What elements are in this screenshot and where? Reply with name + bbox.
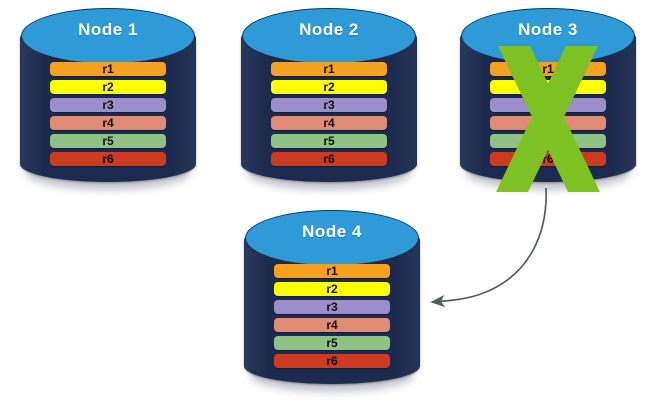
data-row-r1[interactable]: r1 — [274, 264, 390, 278]
node-cylinder-3[interactable]: Node 3 r1 r2 r3 r4 r5 r6 — [460, 6, 636, 192]
node-row-list: r1 r2 r3 r4 r5 r6 — [274, 264, 390, 368]
node-title: Node 2 — [299, 20, 359, 39]
node-cylinder-4[interactable]: Node 4 r1 r2 r3 r4 r5 r6 — [244, 208, 420, 392]
node-row-list: r1 r2 r3 r4 r5 r6 — [490, 62, 606, 166]
data-row-r5[interactable]: r5 — [271, 134, 387, 148]
data-row-r5[interactable]: r5 — [274, 336, 390, 350]
data-row-r6[interactable]: r6 — [490, 152, 606, 166]
data-row-r2[interactable]: r2 — [274, 282, 390, 296]
cylinder-top-ellipse — [245, 210, 419, 266]
node-title: Node 4 — [302, 222, 362, 241]
node-cylinder-1[interactable]: Node 1 r1 r2 r3 r4 r5 r6 — [20, 6, 196, 190]
rebuild-arrow-path — [430, 187, 547, 308]
data-row-r6[interactable]: r6 — [271, 152, 387, 166]
data-row-r3[interactable]: r3 — [50, 98, 166, 112]
node-row-list: r1 r2 r3 r4 r5 r6 — [271, 62, 387, 166]
data-row-r3[interactable]: r3 — [274, 300, 390, 314]
data-row-r5[interactable]: r5 — [490, 134, 606, 148]
data-row-r6[interactable]: r6 — [50, 152, 166, 166]
data-row-r1[interactable]: r1 — [271, 62, 387, 76]
data-row-r3[interactable]: r3 — [490, 98, 606, 112]
data-row-r3[interactable]: r3 — [271, 98, 387, 112]
data-row-r6[interactable]: r6 — [274, 354, 390, 368]
node-cylinder-2[interactable]: Node 2 r1 r2 r3 r4 r5 r6 — [241, 6, 417, 190]
data-row-r4[interactable]: r4 — [50, 116, 166, 130]
data-row-r2[interactable]: r2 — [50, 80, 166, 94]
data-row-r5[interactable]: r5 — [50, 134, 166, 148]
node-title: Node 1 — [78, 20, 138, 39]
data-row-r2[interactable]: r2 — [271, 80, 387, 94]
data-row-r4[interactable]: r4 — [274, 318, 390, 332]
data-row-r1[interactable]: r1 — [490, 62, 606, 76]
data-row-r2[interactable]: r2 — [490, 80, 606, 94]
data-row-r1[interactable]: r1 — [50, 62, 166, 76]
node-row-list: r1 r2 r3 r4 r5 r6 — [50, 62, 166, 166]
node-title: Node 3 — [518, 20, 578, 39]
data-row-r4[interactable]: r4 — [271, 116, 387, 130]
data-row-r4[interactable]: r4 — [490, 116, 606, 130]
